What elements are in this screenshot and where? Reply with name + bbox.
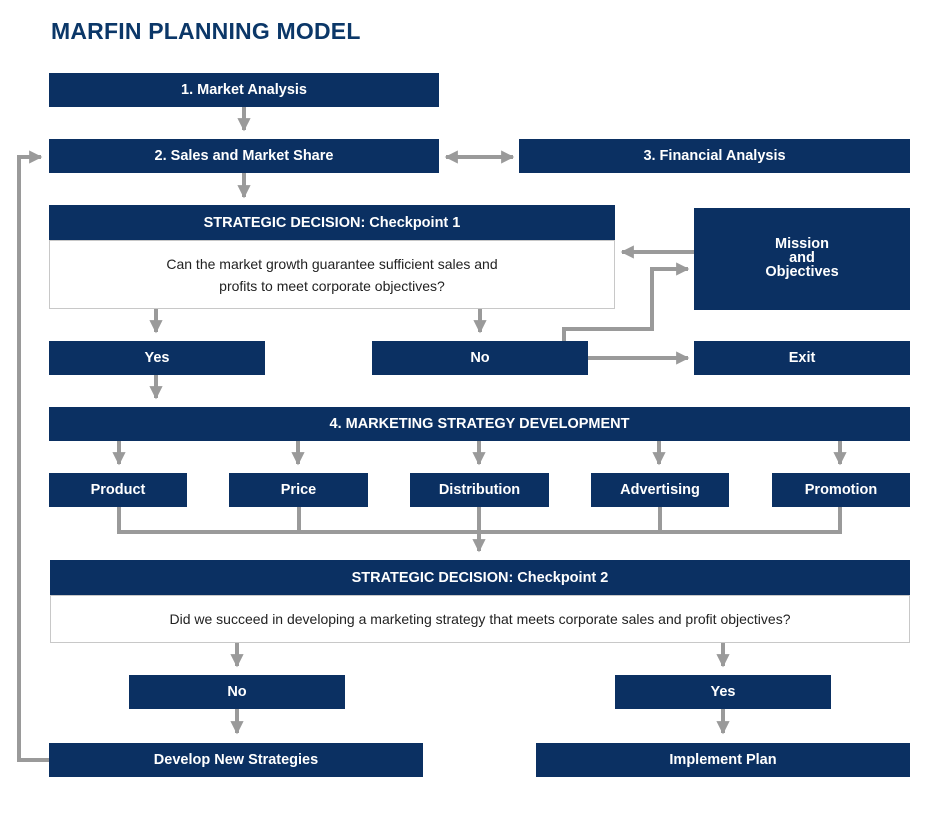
mix-product: Product	[49, 473, 187, 507]
checkpoint1-header: STRATEGIC DECISION: Checkpoint 1	[49, 205, 615, 240]
exit-box: Exit	[694, 341, 910, 375]
step-financial-analysis: 3. Financial Analysis	[519, 139, 910, 173]
mission-objectives-box: Mission and Objectives	[694, 208, 910, 310]
mix-advertising: Advertising	[591, 473, 729, 507]
mix-price: Price	[229, 473, 368, 507]
checkpoint1-no: No	[372, 341, 588, 375]
implement-plan-box: Implement Plan	[536, 743, 910, 777]
checkpoint1-yes: Yes	[49, 341, 265, 375]
arrow-no-to-mission	[562, 262, 690, 341]
arrow-develop-loop-to-sales	[17, 150, 49, 762]
checkpoint1-question: Can the market growth guarantee sufficie…	[49, 240, 615, 309]
mix-promotion: Promotion	[772, 473, 910, 507]
page-title: MARFIN PLANNING MODEL	[51, 18, 361, 44]
checkpoint2-header: STRATEGIC DECISION: Checkpoint 2	[50, 560, 910, 595]
checkpoint2-question: Did we succeed in developing a marketing…	[50, 595, 910, 643]
step-market-analysis: 1. Market Analysis	[49, 73, 439, 107]
checkpoint2-yes: Yes	[615, 675, 831, 709]
strategy-development-box: 4. MARKETING STRATEGY DEVELOPMENT	[49, 407, 910, 441]
step-sales-market-share: 2. Sales and Market Share	[49, 139, 439, 173]
develop-new-strategies-box: Develop New Strategies	[49, 743, 423, 777]
checkpoint2-no: No	[129, 675, 345, 709]
mix-distribution: Distribution	[410, 473, 549, 507]
